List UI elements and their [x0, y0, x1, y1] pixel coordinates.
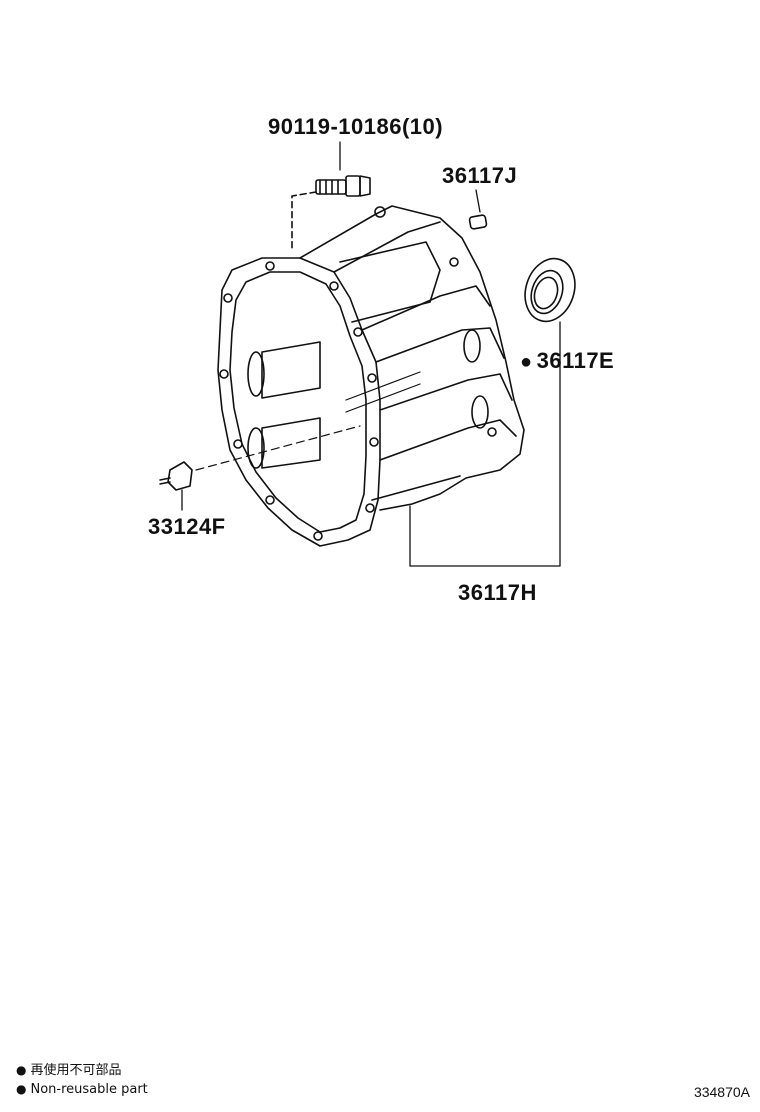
oil-seal-drawing [409, 257, 576, 567]
legend-bullet-icon: ● [16, 1063, 27, 1077]
diagram-id: 334870A [693, 1084, 750, 1100]
part-label-oil-seal: 36117E [536, 348, 615, 373]
part-label-plug: 33124F [148, 514, 226, 539]
part-label-bolt: 90119-10186(10) [268, 114, 444, 139]
legend-japanese: ●再使用不可部品 [16, 1064, 122, 1077]
bolt-drawing [291, 141, 371, 251]
legend-bullet-icon: ● [16, 1082, 27, 1096]
pin-drawing [468, 189, 488, 230]
transmission-case-drawing [217, 205, 525, 547]
legend-japanese-text: 再使用不可部品 [30, 1063, 122, 1078]
legend-english: ●Non-reusable part [16, 1083, 148, 1096]
legend-english-text: Non-reusable part [30, 1082, 148, 1097]
part-label-case: 36117H [458, 580, 537, 605]
non-reusable-marker-icon: ● [520, 351, 533, 373]
part-label-pin: 36117J [442, 163, 518, 188]
plug-drawing [159, 425, 361, 511]
part-label-oil-seal-wrap: ●36117E [520, 348, 615, 373]
